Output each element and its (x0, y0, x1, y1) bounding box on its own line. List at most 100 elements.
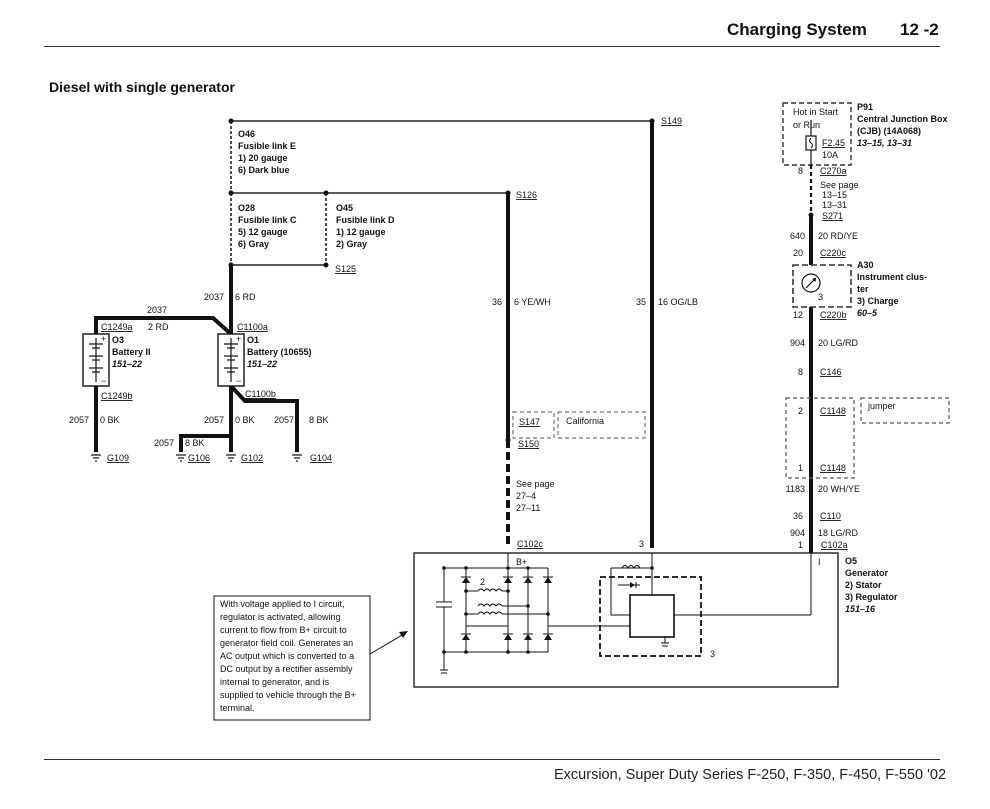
generator-bplus-label: B+ (516, 557, 527, 567)
header-rule (44, 46, 940, 47)
jumper-box (785, 397, 855, 479)
battery-o3-ref: 151–22 (112, 359, 142, 369)
cluster-name1: Instrument clus- (857, 272, 927, 282)
battery-o3-id: O3 (112, 335, 124, 345)
pin-c220c: 20 (793, 248, 803, 258)
conn-c1148-bot: C1148 (820, 463, 846, 473)
diode-icons (442, 566, 553, 654)
pin-c220b: 12 (793, 310, 803, 320)
callout-text: With voltage applied to I circuit, regul… (220, 599, 358, 713)
cjb-ref: 13–15, 13–31 (857, 138, 912, 148)
regulator-chip (629, 594, 675, 638)
wire-2057-g102-color: 0 BK (235, 415, 255, 425)
wire-36-color: 6 YE/WH (514, 297, 551, 307)
generator-i-label: I (818, 557, 821, 567)
pin-c270a: 8 (798, 166, 803, 176)
splice-s150: S150 (518, 439, 539, 449)
pin-c146: 8 (798, 367, 803, 377)
wire-2057-g109-circuit: 2057 (69, 415, 89, 425)
callout-box (213, 595, 371, 721)
svg-text:+: + (101, 334, 106, 344)
ground-symbols (91, 454, 302, 462)
cjb-name1: Central Junction Box (857, 114, 948, 124)
wire-35-color: 16 OG/LB (658, 297, 698, 307)
generator-regulator: 3) Regulator (845, 592, 898, 602)
wire-904b-circuit: 904 (790, 528, 805, 538)
conn-c102a: C102a (821, 540, 848, 550)
wire-2037-color: 6 RD (235, 292, 256, 302)
generator-id: O5 (845, 556, 857, 566)
jumper-label-box (860, 397, 950, 424)
pin-c1148-bot: 1 (798, 463, 803, 473)
gauge-icon (801, 273, 821, 293)
wire-2037-circuit: 2037 (204, 292, 224, 302)
cluster-ref: 60–5 (857, 308, 878, 318)
cjb-fuse: F2.45 (822, 138, 845, 148)
cjb-see-page-3: 13–31 (822, 200, 847, 210)
header-title: Charging System (727, 20, 867, 39)
fuse-icon (805, 120, 817, 165)
wire-2057-g102-circuit: 2057 (204, 415, 224, 425)
footer-rule (44, 759, 940, 760)
o45-gauge: 1) 12 gauge (336, 227, 386, 237)
cluster-name2: ter (857, 284, 869, 294)
svg-text:+: + (236, 334, 241, 344)
pin-c110: 36 (793, 511, 803, 521)
conn-c270a: C270a (820, 166, 847, 176)
conn-c220c: C220c (820, 248, 847, 258)
svg-text:−: − (236, 376, 241, 386)
wire-2037-h-color: 2 RD (148, 322, 169, 332)
wire-640-circuit: 640 (790, 231, 805, 241)
battery-o3-name: Battery II (112, 347, 151, 357)
o46-name: Fusible link E (238, 141, 296, 151)
generator-box (413, 552, 839, 688)
pin-c102c-3: 3 (639, 539, 644, 549)
conn-c220b: C220b (820, 310, 847, 320)
regulator-number: 3 (710, 649, 715, 659)
cjb-amps: 10A (822, 150, 838, 160)
wire-904b-color: 18 LG/RD (818, 528, 859, 538)
conn-c146: C146 (820, 367, 842, 377)
cjb-id: P91 (857, 102, 873, 112)
cluster-id: A30 (857, 260, 874, 270)
wire-640-color: 20 RD/YE (818, 231, 858, 241)
cjb-hot-line2: or Run (793, 120, 820, 130)
wire-36-circuit: 36 (492, 297, 502, 307)
wire-2037-h-circuit: 2037 (147, 305, 167, 315)
generator-name: Generator (845, 568, 889, 578)
conn-c1249b: C1249b (101, 391, 133, 401)
battery-wires (94, 265, 299, 452)
splice-s147: S147 (519, 417, 540, 427)
cjb-box (782, 102, 852, 166)
conn-c1148-top: C1148 (820, 406, 846, 416)
wire-2057-g106-circuit: 2057 (154, 438, 174, 448)
generator-stator: 2) Stator (845, 580, 882, 590)
regulator-wiring (610, 553, 812, 647)
battery-o1-id: O1 (247, 335, 259, 345)
see-page-27-11: 27–11 (516, 503, 540, 513)
see-page-27-4: 27–4 (516, 491, 536, 501)
wire-2057-g106-color: 8 BK (185, 438, 205, 448)
ground-g109: G109 (107, 453, 129, 463)
conn-c102c: C102c (517, 539, 544, 549)
conn-c1249a: C1249a (101, 322, 133, 332)
jumper-label: jumper (867, 401, 896, 411)
footer-text: Excursion, Super Duty Series F-250, F-35… (554, 767, 947, 783)
cjb-name2: (CJB) (14A068) (857, 126, 921, 136)
cjb-hot-line1: Hot in Start (793, 107, 839, 117)
svg-text:−: − (101, 376, 106, 386)
conn-c1100a: C1100a (237, 322, 268, 332)
callout-arrow (369, 631, 408, 655)
splice-s271: S271 (822, 211, 843, 221)
wire-2057-g104-circuit: 2057 (274, 415, 294, 425)
ground-g104: G104 (310, 453, 332, 463)
ground-g102: G102 (241, 453, 263, 463)
wire-2057-g104-color: 8 BK (309, 415, 329, 425)
conn-c110: C110 (820, 511, 841, 521)
fusible-link-lines (230, 120, 652, 266)
pin-c102a: 1 (798, 540, 803, 550)
cluster-box (792, 264, 852, 308)
o45-name: Fusible link D (336, 215, 395, 225)
cjb-see-page: See page (820, 180, 859, 190)
